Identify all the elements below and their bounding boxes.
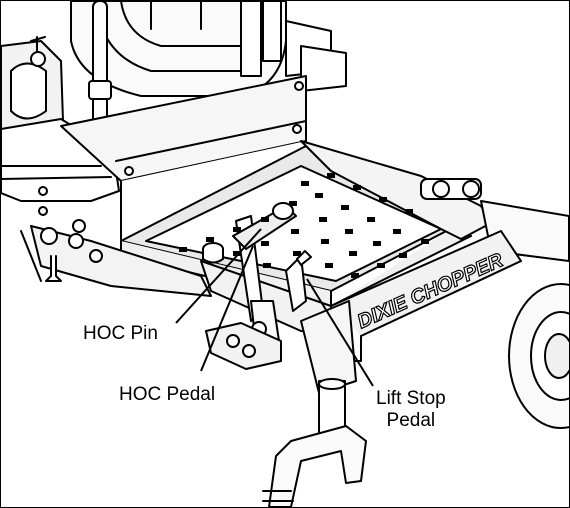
- hoc-adjuster: [205, 322, 282, 370]
- hoc-pedal-label: HOC Pedal: [119, 384, 216, 406]
- callout-leaders: [175, 228, 374, 387]
- seat-posts: [240, 1, 347, 92]
- front-caster: [262, 300, 367, 507]
- hoc-pin: [202, 242, 224, 264]
- footrest-holes: [179, 173, 429, 278]
- seat-riser: [60, 75, 307, 242]
- hoc-pedal-leader: [200, 245, 254, 372]
- hoc-pin-label: HOC Pin: [83, 323, 158, 345]
- hoc-pin-leader: [175, 228, 262, 324]
- front-tire: [508, 283, 569, 429]
- lift-stop-pedal: [285, 250, 312, 312]
- lift-stop-leader: [306, 278, 374, 387]
- lift-stop-pedal-label: Lift Stop Pedal: [376, 388, 446, 432]
- lift-stop-pedal-label-line1: Lift Stop: [376, 388, 446, 409]
- lift-stop-pedal-label-line2: Pedal: [386, 410, 436, 431]
- left-linkage: [20, 219, 212, 297]
